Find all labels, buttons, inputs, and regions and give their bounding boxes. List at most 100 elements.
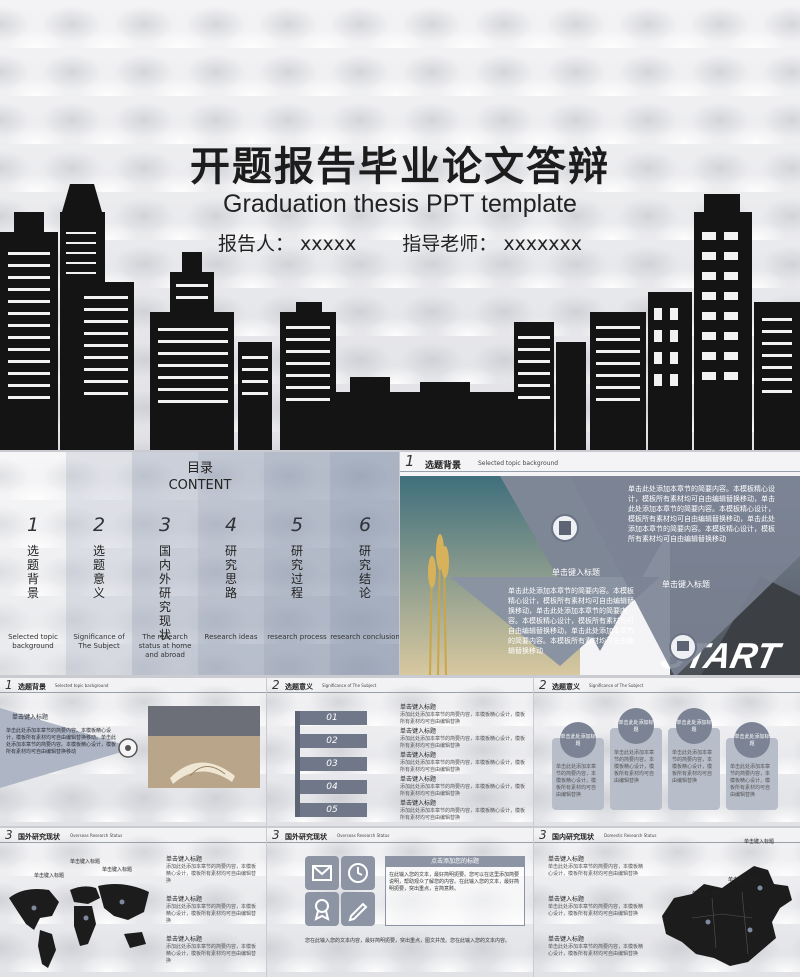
slide-title-en: Domestic Research Status [604,833,657,838]
toc-title-en: CONTENT [168,478,232,493]
entry-text: 单击此处添加本章节的简要内容，本模板精心设计，模板所有素材均可自由编辑替换 [548,904,644,917]
entry-title: 单击键入标题 [400,776,437,783]
toc-label-zh: 研究结论 [358,544,371,600]
toc-label-zh: 研究思路 [224,544,237,600]
entry-text: 添加此处添加本章节的简要内容，本模板精心设计，模板所有素材均可自由编辑替换 [400,712,526,725]
toc-title-zh: 目录 [186,461,213,476]
map-pin-label: 单击键入标题 [744,839,775,845]
toc-label-zh: 选题意义 [92,544,105,600]
toc-item-3[interactable]: 3 国内外研究现状 The research status at home an… [132,452,198,677]
toc-heading: 目录 CONTENT [0,460,400,494]
entry-title: 单击键入标题 [166,896,203,903]
toc-number: 3 [158,514,172,536]
header-underline [0,842,266,843]
entry-text: 添加此处添加本章节的简要内容，本模板精心设计，模板所有素材均可自由编辑替换 [400,760,526,773]
map-pin-label: 单击键入标题 [692,891,723,897]
topic-background-slide[interactable]: 1 选题背景 Selected topic background START [400,452,800,677]
slide-number: 1 [5,678,13,692]
advisor-label: 指导老师： xxxxxxx [402,233,583,255]
slide-title: 选题意义 [285,683,313,691]
divider [0,450,800,453]
entry-title: 单击键入标题 [166,936,203,943]
slide-number: 1 [405,452,415,470]
thumb-slide-domestic-map[interactable]: 3 国内研究现状 Domestic Research Status 单击键入标题… [534,828,800,977]
toc-item-5[interactable]: 5 研究过程 research process [264,452,330,677]
toc-number: 6 [358,514,372,536]
slide-title: 选题背景 [18,683,46,691]
toc-label-zh: 选题背景 [26,544,39,600]
slide-title-en: Overseas Research Status [337,833,390,838]
step-ribbon: 02 [297,734,367,748]
slide-number: 3 [272,828,280,842]
photo-collage: START [400,476,800,677]
toc-number: 5 [290,514,304,536]
slide-title: 国内研究现状 [552,833,594,841]
divider [0,675,800,678]
entry-title: 单击键入标题 [548,936,585,943]
map-pin-label: 单击键入标题 [34,873,65,879]
pen-icon [341,892,375,926]
header-underline [400,471,800,472]
contents-slide[interactable]: 1 选题背景 Selected topic background 2 选题意义 … [0,452,400,677]
entry-text: 添加此处添加本章节的简要内容，本模板精心设计，模板所有素材均可自由编辑替换 [166,864,257,884]
slide-header: 3 国外研究现状 Overseas Research Status [267,828,533,850]
entry-title: 单击键入标题 [400,728,437,735]
divider [0,826,800,828]
slide-header: 2 选题意义 Significance of The Subject [267,678,533,700]
column-badge: 单击此处添加标题 [734,722,770,758]
entry-title: 单击键入标题 [548,856,585,863]
toc-label-en: Research ideas [204,633,258,641]
toc-item-4[interactable]: 4 研究思路 Research ideas [198,452,264,677]
header-underline [267,842,533,843]
toc-number: 2 [92,514,106,536]
slide-title: 国外研究现状 [285,833,327,841]
toc-label-zh: 研究过程 [290,544,303,600]
toc-label-en: Significance of The Subject [73,633,125,650]
entry-text: 单击此处添加本章节的简要内容，本模板精心设计，模板所有素材均可自由编辑替换 [548,864,644,877]
slide-title-en: Significance of The Subject [322,683,377,688]
slide-number: 3 [5,828,13,842]
column-badge: 单击此处添加标题 [676,708,712,744]
map-pin-label: 单击键入标题 [102,867,133,873]
column-text: 单击此处添加本章节的简要内容，本模板精心设计，模板所有素材均可自由编辑替换 [614,750,655,784]
column-badge: 单击此处添加标题 [618,708,654,744]
toc-item-6[interactable]: 6 研究结论 research conclusion [330,452,400,677]
thumb-slide-background[interactable]: 1 选题背景 Selected topic background 单击键入标题 … [0,678,266,828]
slide-title-en: Selected topic background [478,460,559,467]
entry-text: 添加此处添加本章节的简要内容，本模板精心设计，模板所有素材均可自由编辑替换 [166,944,257,964]
topic-text-top: 单击此处添加本章节的简要内容。本模板精心设计，模板所有素材均可自由编辑替换移动，… [628,485,775,543]
slide-number: 2 [272,678,280,692]
header-underline [534,842,800,843]
slide-header: 2 选题意义 Significance of The Subject [534,678,800,700]
thumb-slide-significance-columns[interactable]: 2 选题意义 Significance of The Subject 单击此处添… [534,678,800,828]
entry-title: 单击键入标题 [548,896,585,903]
slide-header: 3 国内研究现状 Domestic Research Status [534,828,800,850]
thumb-text: 单击此处添加本章节的简要内容。本模板精心设计，模板所有素材均可自由编辑替换移动。… [6,728,117,755]
entry-text: 单击此处添加本章节的简要内容，本模板精心设计，模板所有素材均可自由编辑替换 [548,944,644,957]
toc-number: 4 [224,514,238,536]
step-ribbon: 05 [297,803,367,817]
clock-icon [341,856,375,890]
toc-item-1[interactable]: 1 选题背景 Selected topic background [0,452,66,677]
slide-header: 1 选题背景 Selected topic background [0,678,266,700]
hero-slide[interactable]: 开题报告毕业论文答辩 Graduation thesis PPT templat… [0,0,800,452]
thumb-slide-overseas-map[interactable]: 3 国外研究现状 Overseas Research Status 单击键入标题… [0,828,266,977]
toc-label-en: research process [267,633,327,641]
slide-header: 1 选题背景 Selected topic background [400,452,800,474]
thumb-slide-significance-steps[interactable]: 2 选题意义 Significance of The Subject 01 02… [267,678,533,828]
entry-text: 添加此处添加本章节的简要内容，本模板精心设计，模板所有素材均可自由编辑替换 [400,736,526,749]
column-text: 单击此处添加本章节的简要内容，本模板精心设计，模板所有素材均可自由编辑替换 [556,764,597,798]
toc-number: 1 [26,514,40,536]
wedge-graphic [0,706,260,788]
toc-item-2[interactable]: 2 选题意义 Significance of The Subject [66,452,132,677]
thumb-slide-overseas-icons[interactable]: 3 国外研究现状 Overseas Research Status 点击添加您的… [267,828,533,977]
column-text: 单击此处添加本章节的简要内容，本模板精心设计，模板所有素材均可自由编辑替换 [672,750,713,784]
column-text: 单击此处添加本章节的简要内容，本模板精心设计，模板所有素材均可自由编辑替换 [730,764,771,798]
entry-text: 添加此处添加本章节的简要内容，本模板精心设计，模板所有素材均可自由编辑替换 [166,904,257,924]
entry-text: 添加此处添加本章节的简要内容，本模板精心设计，模板所有素材均可自由编辑替换 [400,808,526,821]
award-icon [305,892,339,926]
panel-text: 在此输入您的文本，最好简明扼要。您可以在这里添加简要说明，帮助观众了解您的内容。… [389,872,520,892]
hero-subtitle: Graduation thesis PPT template [223,190,577,218]
toc-label-en: research conclusion [330,633,400,641]
header-underline [534,692,800,693]
